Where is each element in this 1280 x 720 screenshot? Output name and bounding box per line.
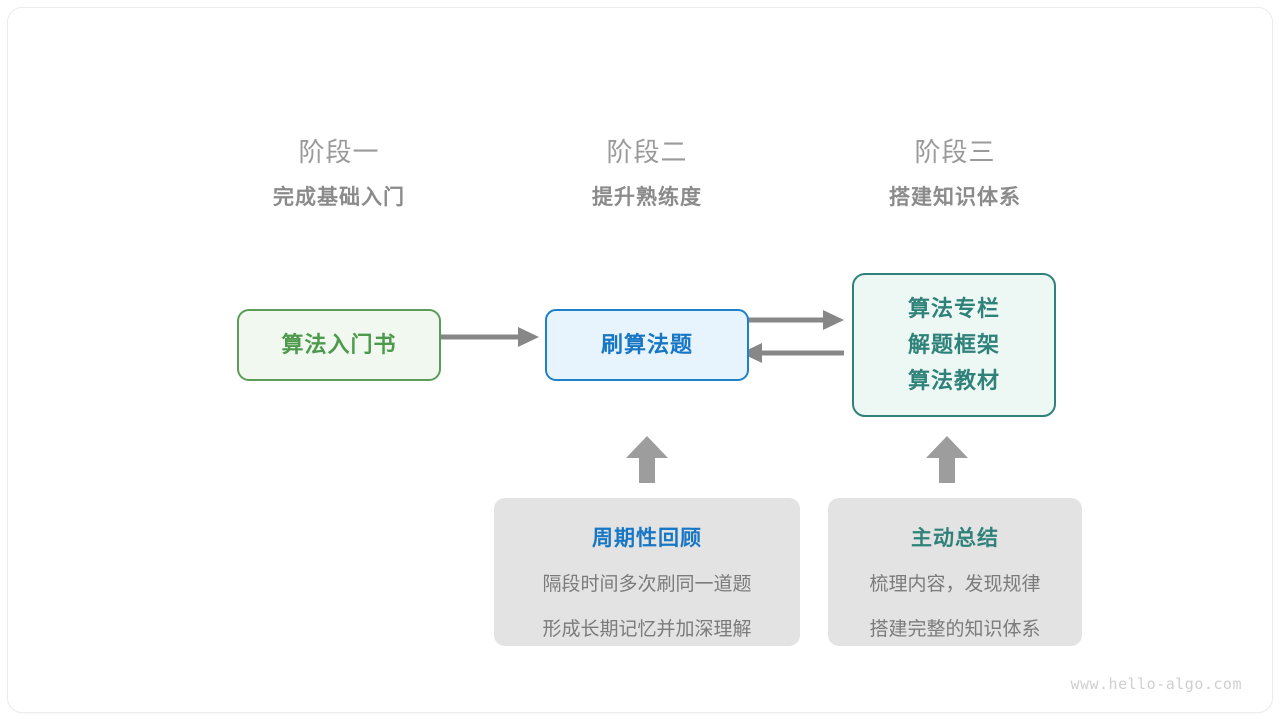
watermark: www.hello-algo.com xyxy=(1070,675,1242,693)
tip-card-active-summary: 主动总结 梳理内容，发现规律 搭建完整的知识体系 xyxy=(828,498,1082,646)
node-system-line-2: 解题框架 xyxy=(907,332,1000,357)
tip-summary-line-1: 梳理内容，发现规律 xyxy=(869,574,1041,595)
stage-title-3: 搭建知识体系 xyxy=(889,186,1021,209)
arrow-practice-to-system xyxy=(741,310,844,330)
tip-review-title: 周期性回顾 xyxy=(592,527,702,550)
arrow-system-to-practice xyxy=(741,343,844,363)
node-practice-line-1: 刷算法题 xyxy=(600,332,693,357)
node-practice-problems: 刷算法题 xyxy=(545,309,749,381)
stage-header-3: 阶段三 搭建知识体系 xyxy=(825,135,1085,213)
node-knowledge-system: 算法专栏 解题框架 算法教材 xyxy=(852,273,1056,417)
tip-review-line-1: 隔段时间多次刷同一道题 xyxy=(542,574,752,595)
tip-summary-line-2: 搭建完整的知识体系 xyxy=(869,619,1041,640)
arrow-book-to-practice xyxy=(433,327,539,347)
tip-review-line-2: 形成长期记忆并加深理解 xyxy=(542,619,752,640)
stage-header-1: 阶段一 完成基础入门 xyxy=(209,135,469,213)
stage-title-2: 提升熟练度 xyxy=(592,186,702,209)
node-system-line-1: 算法专栏 xyxy=(907,296,1000,321)
stage-number-2: 阶段二 xyxy=(606,137,688,167)
stage-title-1: 完成基础入门 xyxy=(273,186,405,209)
arrow-review-to-practice xyxy=(626,436,668,483)
node-algorithm-intro-book: 算法入门书 xyxy=(237,309,441,381)
node-book-line-1: 算法入门书 xyxy=(281,332,397,357)
stage-number-1: 阶段一 xyxy=(298,137,380,167)
arrow-summary-to-system xyxy=(926,436,968,483)
stage-number-3: 阶段三 xyxy=(914,137,996,167)
tip-card-periodic-review: 周期性回顾 隔段时间多次刷同一道题 形成长期记忆并加深理解 xyxy=(494,498,800,646)
tip-summary-title: 主动总结 xyxy=(911,527,999,550)
node-system-line-3: 算法教材 xyxy=(907,368,1000,393)
stage-header-2: 阶段二 提升熟练度 xyxy=(517,135,777,213)
diagram-canvas: 阶段一 完成基础入门 阶段二 提升熟练度 阶段三 搭建知识体系 算法入门书 刷算… xyxy=(8,8,1272,712)
